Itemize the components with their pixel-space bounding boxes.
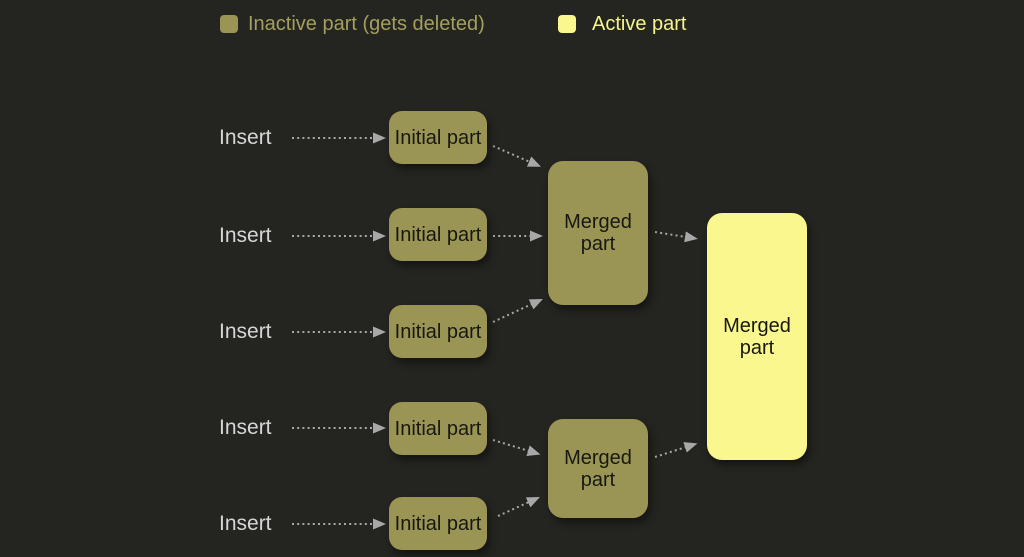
active-legend-label: Active part — [592, 13, 687, 35]
merged-part-node-final-active: Merged part — [707, 213, 807, 460]
dotted-arrow-initial4-merged2 — [492, 439, 541, 456]
merged-part-node-top: Merged part — [548, 161, 648, 305]
dotted-arrow-merged2-final — [654, 442, 698, 458]
initial-part-node-2: Initial part — [389, 208, 487, 261]
insert-label-2: Insert — [219, 224, 272, 247]
dotted-arrow-initial5-merged2 — [497, 497, 540, 517]
initial-part-node-5: Initial part — [389, 497, 487, 550]
dotted-arrow-initial1-merged1 — [492, 145, 542, 167]
initial-part-node-3: Initial part — [389, 305, 487, 358]
insert-label-5: Insert — [219, 512, 272, 535]
inactive-legend-label: Inactive part (gets deleted) — [248, 13, 485, 35]
insert-label-4: Insert — [219, 416, 272, 439]
initial-part-node-4: Initial part — [389, 402, 487, 455]
insert-label-3: Insert — [219, 320, 272, 343]
initial-part-node-1: Initial part — [389, 111, 487, 164]
insert-label-1: Insert — [219, 126, 272, 149]
active-legend-swatch — [558, 15, 576, 33]
dotted-arrow-merged1-final — [654, 231, 698, 243]
inactive-legend-swatch — [220, 15, 238, 33]
merged-part-node-bottom: Merged part — [548, 419, 648, 518]
dotted-arrow-initial3-merged1 — [492, 298, 543, 323]
